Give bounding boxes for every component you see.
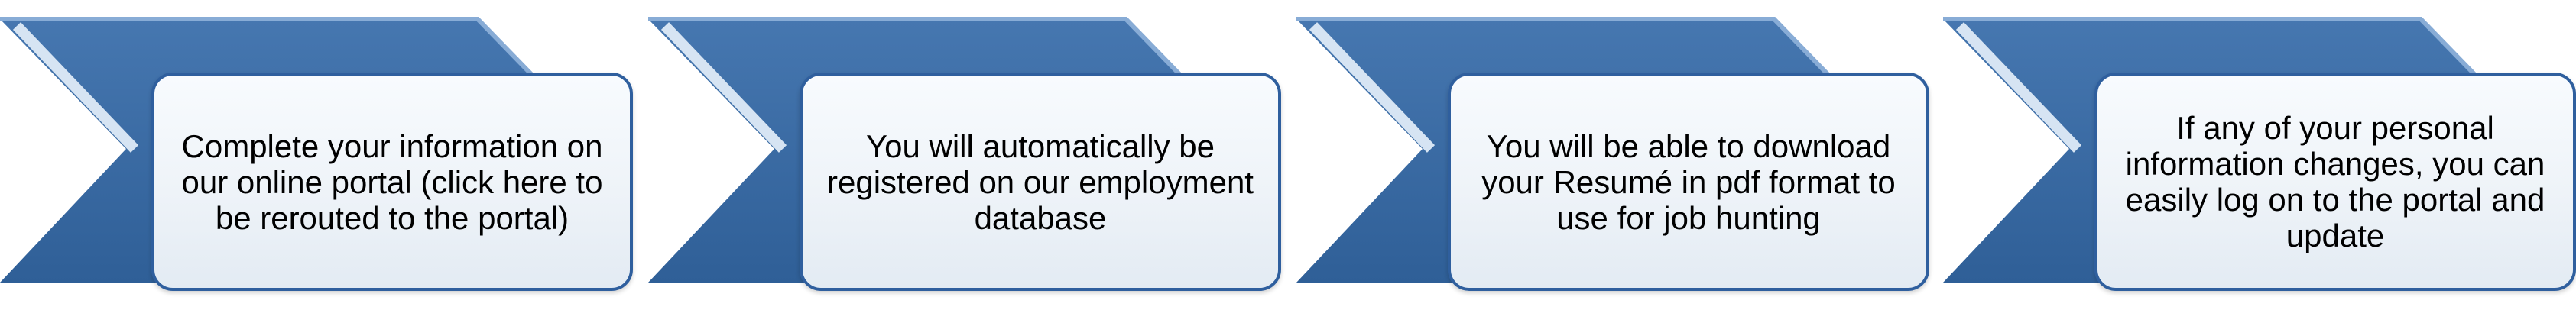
step-text: You will automatically be registered on …: [827, 128, 1254, 236]
step-card: If any of your personal information chan…: [2094, 73, 2576, 291]
step-text: If any of your personal information chan…: [2125, 110, 2545, 253]
process-step-1: Complete your information on our online …: [0, 0, 657, 310]
step-text: Complete your information on our online …: [181, 128, 603, 236]
process-step-3: You will be able to download your Resumé…: [1296, 0, 1954, 310]
step-text: You will be able to download your Resumé…: [1481, 128, 1896, 236]
step-card[interactable]: Complete your information on our online …: [151, 73, 633, 291]
process-step-2: You will automatically be registered on …: [648, 0, 1306, 310]
step-card: You will be able to download your Resumé…: [1448, 73, 1929, 291]
step-card: You will automatically be registered on …: [800, 73, 1281, 291]
process-step-4: If any of your personal information chan…: [1943, 0, 2576, 310]
